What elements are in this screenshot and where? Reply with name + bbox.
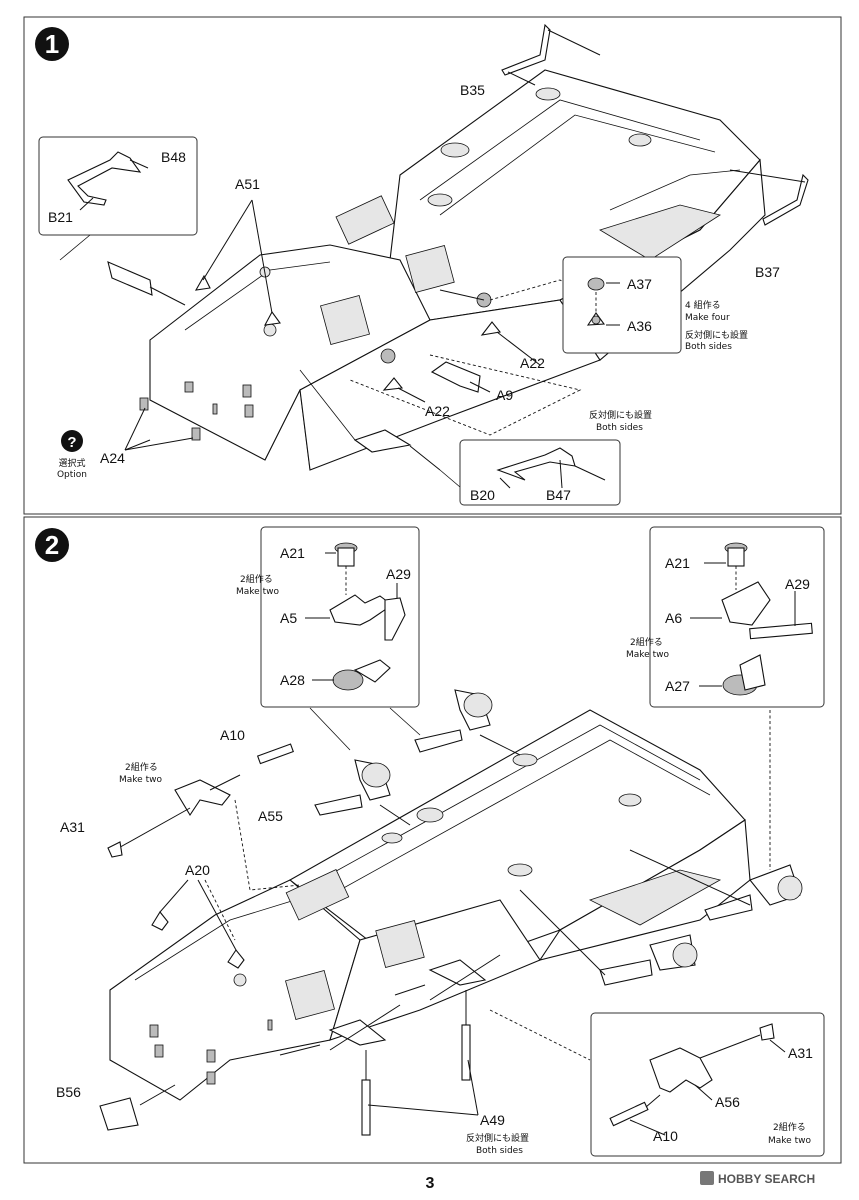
option-symbol: ? [67, 434, 76, 451]
label-b21: B21 [48, 209, 73, 225]
option-badge: ? 選択式 Option [57, 430, 87, 480]
make-two-b-jp: 2組作る [630, 636, 663, 648]
step-2-number: 2 [45, 530, 59, 560]
make-two-b-en: Make two [626, 650, 669, 660]
label-a36: A36 [627, 318, 652, 334]
both-sides-a49-jp: 反対側にも設置 [466, 1132, 529, 1144]
step-2-badge [35, 528, 69, 562]
label-a10-top: A10 [220, 727, 245, 743]
make-two-a-jp: 2組作る [240, 573, 273, 585]
label-a37: A37 [627, 276, 652, 292]
both-sides-2-jp: 反対側にも設置 [589, 409, 652, 421]
page-number: 3 [426, 1175, 435, 1192]
part-a9 [430, 361, 491, 393]
part-a55-group [107, 743, 294, 858]
part-b56 [99, 1084, 176, 1131]
step-1-badge [35, 27, 69, 61]
option-label-jp: 選択式 [58, 457, 85, 469]
make-two-d-jp: 2組作る [773, 1121, 806, 1133]
label-a49: A49 [480, 1112, 505, 1128]
label-b37: B37 [755, 264, 780, 280]
make-four-en: Make four [685, 313, 730, 323]
question-icon [61, 430, 83, 452]
label-a31-left: A31 [60, 819, 85, 835]
detail-box-a5 [260, 526, 420, 708]
part-a51 [194, 199, 281, 326]
both-sides-en: Both sides [685, 342, 732, 352]
label-a29-right: A29 [785, 576, 810, 592]
make-two-d-en: Make two [768, 1136, 811, 1146]
detail-box-b20-b47 [439, 439, 621, 506]
both-sides-jp: 反対側にも設置 [685, 329, 748, 341]
make-four-jp: 4 組作る [685, 299, 721, 311]
part-a49-legs [279, 954, 501, 1136]
make-two-c-en: Make two [119, 775, 162, 785]
make-two-c-jp: 2組作る [125, 761, 158, 773]
label-a21-left: A21 [280, 545, 305, 561]
label-a21-right: A21 [665, 555, 690, 571]
label-b35: B35 [460, 82, 485, 98]
detail-box-a6 [649, 526, 825, 708]
option-label-en: Option [57, 470, 87, 480]
step-2: 2 [35, 526, 825, 1157]
label-b47: B47 [546, 487, 571, 503]
both-sides-2-en: Both sides [596, 423, 643, 433]
detail-box-a37-a36 [562, 256, 682, 354]
part-a37-a36 [380, 289, 541, 403]
label-a5: A5 [280, 610, 297, 626]
hull-step-1 [139, 69, 766, 471]
label-a22-left: A22 [425, 403, 450, 419]
label-a20: A20 [185, 862, 210, 878]
watermark-logo-icon [700, 1171, 714, 1185]
label-b48: B48 [161, 149, 186, 165]
label-a29-left: A29 [386, 566, 411, 582]
make-two-a-en: Make two [236, 587, 279, 597]
label-a28: A28 [280, 672, 305, 688]
suspension-arms [314, 689, 803, 986]
label-a22-right: A22 [520, 355, 545, 371]
label-a55: A55 [258, 808, 283, 824]
step-1: 1 [35, 23, 809, 506]
label-a56: A56 [715, 1094, 740, 1110]
step-1-number: 1 [45, 29, 59, 59]
watermark: HOBBY SEARCH [700, 1171, 815, 1186]
label-a9: A9 [496, 387, 513, 403]
detail-box-b21-b48 [38, 136, 198, 306]
part-a20 [151, 879, 245, 969]
detail-box-a56 [590, 1012, 825, 1157]
label-a31-right: A31 [788, 1045, 813, 1061]
label-a27: A27 [665, 678, 690, 694]
part-b35 [501, 23, 601, 86]
both-sides-a49-en: Both sides [476, 1146, 523, 1156]
label-b20: B20 [470, 487, 495, 503]
part-b37 [729, 169, 809, 226]
label-a6: A6 [665, 610, 682, 626]
label-b56: B56 [56, 1084, 81, 1100]
watermark-text: HOBBY SEARCH [718, 1172, 815, 1186]
label-a24: A24 [100, 450, 125, 466]
label-a51: A51 [235, 176, 260, 192]
label-a10-bottom: A10 [653, 1128, 678, 1144]
